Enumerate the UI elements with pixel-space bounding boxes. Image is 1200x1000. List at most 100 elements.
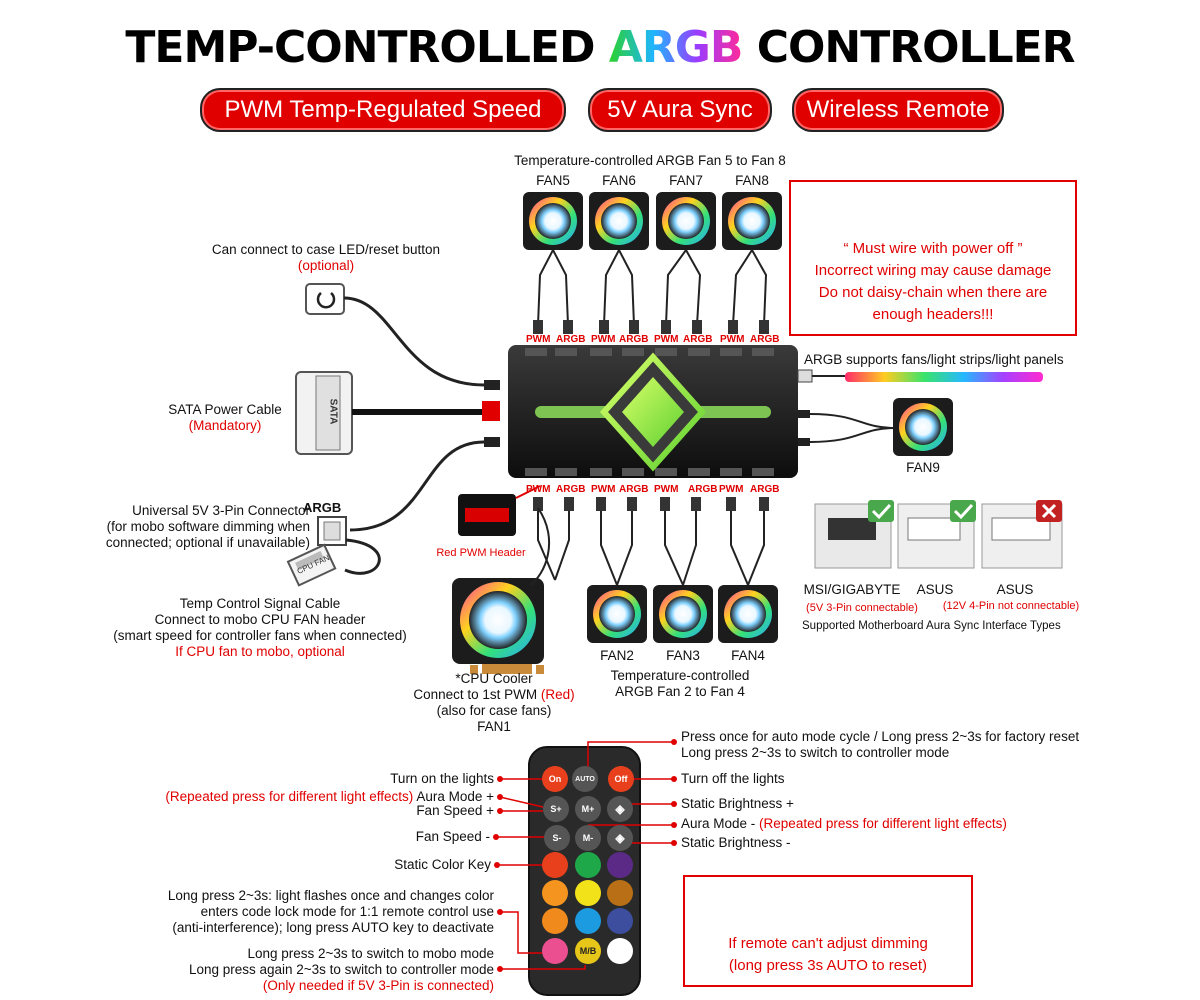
remote-color-button[interactable] [575,880,601,906]
mobo-mode-label: Long press 2~3s to switch to mobo mode L… [100,946,494,994]
brightness-up-icon: ◈ [615,802,625,816]
led-cable [343,296,485,387]
label-line: Long press 2~3s: light flashes once and … [167,888,494,903]
static-color-label: Static Color Key [394,857,491,872]
label-line: FAN1 [477,719,511,734]
label-line: Universal 5V 3-Pin Connector [132,503,310,518]
sata-port [482,401,500,421]
argb-connector-tag: ARGB [303,500,342,515]
mobo-header-msi-icon [814,500,894,569]
remote-brightness-plus-button[interactable]: ◈ [607,796,633,822]
remote-color-button[interactable] [575,852,601,878]
remote-auto-button[interactable]: AUTO [572,766,598,792]
cpu-fan-plug-icon [286,543,337,587]
label-note: (5V 3-Pin connectable) [806,602,918,614]
remote-color-button[interactable] [542,938,568,964]
fan9-port-2 [798,438,810,446]
pwm-tag: PWM [526,484,551,495]
fan-label: FAN6 [602,173,636,188]
page-title: TEMP-CONTROLLED ARGB CONTROLLER [0,22,1200,73]
label-line: enters code lock mode for 1:1 remote con… [200,904,494,919]
led-port [484,380,500,390]
callout-dots [493,739,677,972]
label-line: SATA Power Cable [168,402,282,417]
title-part3: CONTROLLER [742,22,1076,73]
label-line: Can connect to case LED/reset button [211,242,441,257]
mobo-type-label: ASUS [916,582,954,597]
remote-warning-box: If remote can't adjust dimming (long pre… [683,875,973,987]
argb-tag: ARGB [683,334,713,345]
pwm-tag: PWM [719,484,744,495]
label-line: Connect to mobo CPU FAN header [154,612,366,627]
remote-mb-button[interactable]: M/B [575,938,601,964]
fan-label: FAN8 [735,173,769,188]
label-line: Aura Mode - [681,816,760,831]
label-line: ARGB Fan 2 to Fan 4 [615,684,745,699]
remote-color-button[interactable] [607,880,633,906]
cpu-fan-cable [529,507,551,586]
mobo-type-label: ASUS [996,582,1034,597]
red-pwm-header-label: Red PWM Header [426,545,536,561]
fan-label: FAN4 [731,648,765,663]
label-line: (smart speed for controller fans when co… [113,628,407,643]
bottom-connectors [533,497,769,511]
power-symbol-icon [316,292,336,309]
remote-color-button[interactable] [575,908,601,934]
remote-aura-mode-plus-button[interactable]: M+ [575,796,601,822]
pwm-tag: PWM [654,334,679,345]
argb-tag: ARGB [750,484,780,495]
remote-color-button[interactable] [607,938,633,964]
label-line: connected; optional if unavailable) [105,535,310,550]
bottom-fans-caption: Temperature-controlled ARGB Fan 2 to Fan… [580,668,780,700]
argb-tag: ARGB [619,484,649,495]
feature-pill-pwm: PWM Temp-Regulated Speed [200,88,566,132]
reset-button-icon [305,283,345,315]
title-argb: ARGB [608,22,744,73]
remote-aura-mode-minus-button[interactable]: M- [575,825,601,851]
remote-color-button[interactable] [607,908,633,934]
remote-fan-speed-plus-button[interactable]: S+ [543,796,569,822]
argb-tag: ARGB [619,334,649,345]
argb-tag: ARGB [688,484,718,495]
fan-label: FAN7 [669,173,703,188]
label-note: (optional) [297,258,355,273]
temp-cable [344,538,381,575]
brightness-plus-label: Static Brightness + [681,796,794,811]
remote-brightness-minus-button[interactable]: ◈ [607,825,633,851]
pwm-tag: PWM [526,334,551,345]
label-line: Aura Mode + [416,789,494,804]
label-line: Long press 2~3s to switch to mobo mode [247,946,494,961]
label-line: *CPU Cooler [455,671,533,686]
pwm-tag: PWM [591,484,616,495]
label-line: Long press 2~3s to switch to controller … [681,745,950,760]
sata-plug-icon [295,371,353,455]
remote-off-button[interactable]: Off [608,766,634,792]
remote-color-button[interactable] [542,880,568,906]
cpu-cooler-label: *CPU Cooler Connect to 1st PWM (Red) (al… [394,671,594,735]
temp-signal-label: Temp Control Signal Cable Connect to mob… [90,596,430,660]
argb-supports-label: ARGB supports fans/light strips/light pa… [804,352,1064,367]
fan-label: FAN3 [666,648,700,663]
argb-tag: ARGB [750,334,780,345]
warning-line: Do not daisy-chain when there are [818,284,1048,301]
off-label: Turn off the lights [681,771,785,786]
aura-plus-label: (Repeated press for different light effe… [100,789,494,805]
remote-on-button[interactable]: On [542,766,568,792]
on-label: Turn on the lights [390,771,494,786]
remote-color-button[interactable] [542,852,568,878]
fan9-icon [893,398,953,456]
warning-line: “ Must wire with power off ” [843,240,1023,257]
argb-tag: ARGB [556,484,586,495]
fan-icon [653,585,713,643]
argb-in-port [484,437,500,447]
code-lock-label: Long press 2~3s: light flashes once and … [100,888,494,936]
remote-fan-speed-minus-button[interactable]: S- [544,825,570,851]
bottom-fan-cables [537,508,765,586]
fan9-cable [809,413,896,429]
remote-color-button[interactable] [607,852,633,878]
sata-plug-text: SATA [327,398,339,425]
feature-pill-aura: 5V Aura Sync [588,88,772,132]
warning-line: (long press 3s AUTO to reset) [728,957,928,974]
remote-color-button[interactable] [542,908,568,934]
